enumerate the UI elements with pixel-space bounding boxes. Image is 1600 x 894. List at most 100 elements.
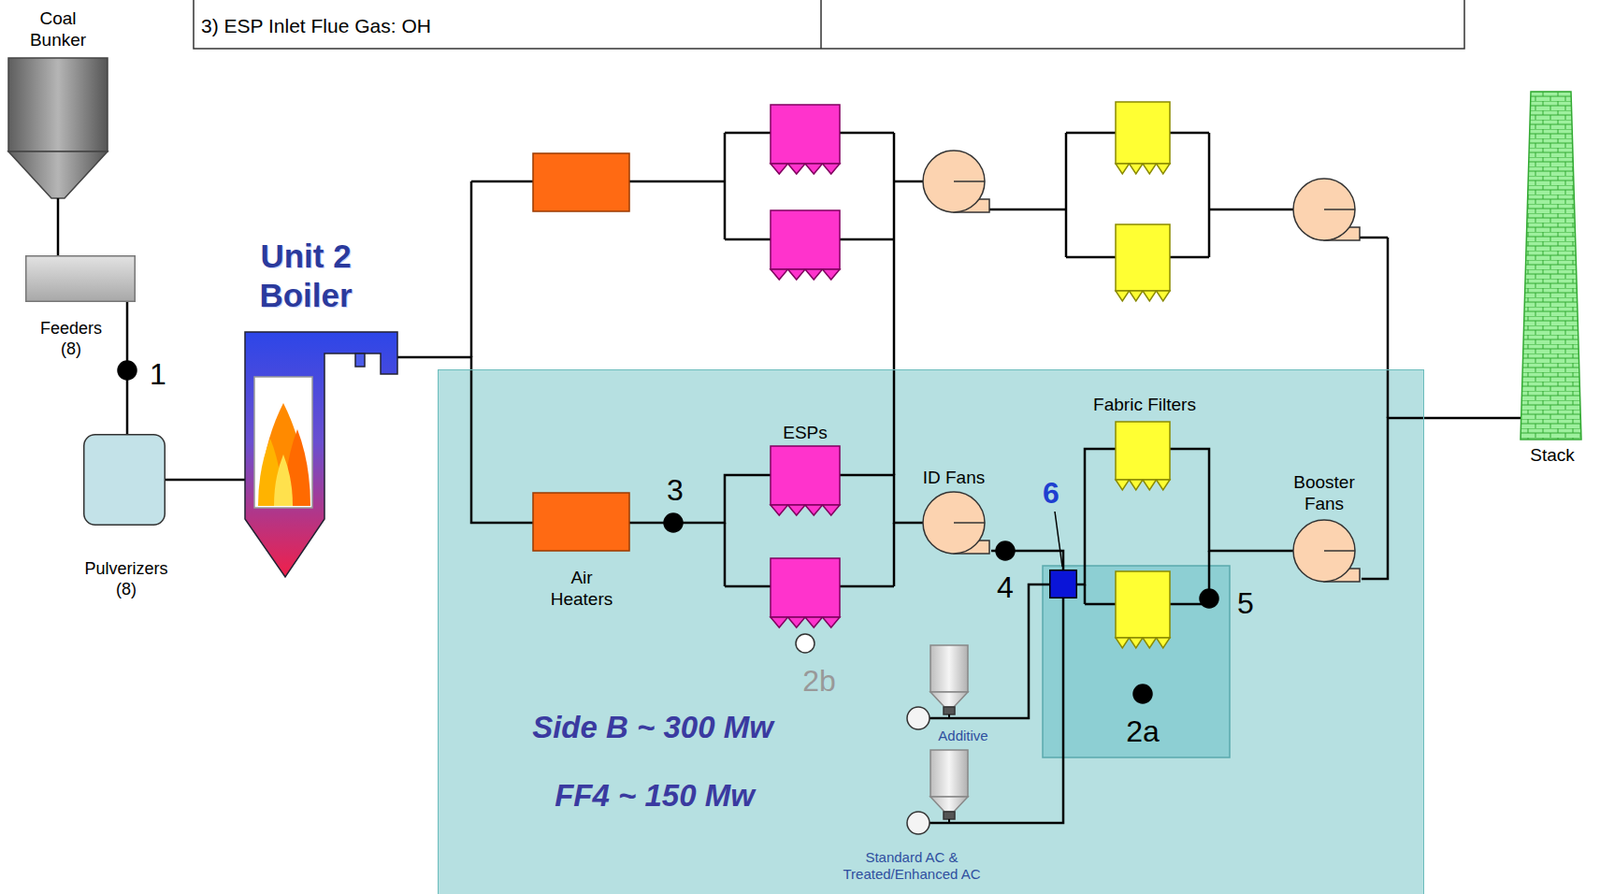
- carbon-hopper: Standard AC & Treated/Enhanced AC: [903, 749, 982, 839]
- table-frame: [193, 0, 1465, 49]
- fan-casing: [922, 150, 985, 213]
- duct: [989, 208, 1067, 212]
- boiler: Unit 2 Boiler: [245, 331, 398, 577]
- injection-box: [1050, 570, 1078, 599]
- stack-body: [1520, 91, 1582, 440]
- bunker-chute: [57, 198, 60, 217]
- feeder-body: [26, 256, 136, 303]
- air-heater-body: [533, 153, 630, 212]
- esp-hopper: [770, 617, 789, 628]
- id-fan-icon: [922, 491, 992, 562]
- esp-body: [770, 446, 840, 505]
- duct: [893, 522, 896, 587]
- fan-casing: [1293, 519, 1355, 582]
- coal-bunker-icon: [8, 57, 108, 217]
- esp-hopper: [770, 269, 789, 280]
- callout-number: 1: [149, 356, 167, 392]
- region-fill: [438, 370, 1424, 894]
- air-heater-icon: [533, 492, 630, 551]
- filter-hopper: [1115, 479, 1130, 491]
- filter-hopper: [1156, 637, 1171, 649]
- duct: [1169, 256, 1210, 260]
- equipment-label: Standard AC & Treated/Enhanced AC: [832, 849, 992, 883]
- carbon-hopper-icon: [903, 749, 982, 839]
- flame: [273, 454, 293, 506]
- duct: [471, 180, 534, 184]
- region-label: FF4 ~ 150 Mw: [554, 777, 755, 815]
- duct: [723, 522, 727, 587]
- equipment-label: Air Heaters: [544, 567, 620, 611]
- boiler-tab: [355, 353, 365, 367]
- injection-point: 6: [1049, 569, 1078, 599]
- ff4-region: [1042, 565, 1230, 758]
- sample-point: [1199, 589, 1219, 608]
- esp-hopper: [788, 504, 807, 516]
- bunker-cone: [8, 151, 108, 199]
- leader-line: [1054, 511, 1063, 567]
- feed-pipe: [929, 717, 982, 721]
- esp-hopper: [822, 163, 841, 174]
- filter-hopper: [1142, 637, 1157, 649]
- stack-icon: [1520, 91, 1582, 440]
- equipment-label: Unit 2 Boiler: [230, 236, 381, 316]
- filter-hopper: [1156, 479, 1171, 491]
- fan-casing: [922, 491, 985, 554]
- duct: [724, 131, 771, 135]
- esp-hopper: [788, 617, 807, 628]
- duct-connector: [126, 302, 130, 434]
- equipment-label: Booster Fans: [1286, 472, 1362, 516]
- id-fan: ID Fans: [922, 491, 992, 562]
- boiler-icon: [245, 331, 398, 577]
- duct-connector: [57, 216, 60, 256]
- fan-shaft: [953, 180, 985, 183]
- equipment-label: 6: [1042, 475, 1060, 511]
- esp-hopper: [805, 504, 823, 516]
- equipment-label: Additive: [937, 727, 988, 745]
- feed-pipe: [929, 821, 982, 825]
- fan-shaft: [1324, 208, 1355, 211]
- blower: [907, 706, 930, 730]
- sample-point-open: [795, 634, 815, 653]
- duct: [1065, 132, 1068, 258]
- region-label: Side B ~ 300 Mw: [532, 708, 774, 747]
- hopper-body: [930, 645, 968, 692]
- equipment-label: Pulverizers (8): [73, 559, 179, 600]
- duct: [1386, 237, 1390, 419]
- filter-hopper: [1115, 163, 1130, 174]
- side-b-region: Side B ~ 300 MwFF4 ~ 150 MwAir HeatersES…: [438, 370, 1424, 894]
- filter-body: [1115, 421, 1170, 480]
- callout-number: 4: [996, 569, 1014, 606]
- duct-connector: [839, 475, 923, 523]
- duct-connector: [991, 550, 1064, 570]
- esp-hopper: [822, 269, 841, 280]
- pulverizer-box-icon: [83, 433, 166, 526]
- boiler-body: [245, 331, 398, 577]
- table-cell: 3) ESP Inlet Flue Gas: OH: [201, 14, 432, 38]
- fabric-filter: Fabric Filters: [1115, 421, 1170, 491]
- duct: [1208, 132, 1211, 258]
- esp-hopper: [805, 163, 823, 174]
- equipment-label: Stack: [1529, 445, 1575, 467]
- filter-hopper: [1142, 290, 1157, 302]
- duct-connector: [165, 478, 246, 482]
- pulverizer-box: Pulverizers (8): [83, 433, 166, 526]
- filter-hopper: [1142, 479, 1157, 491]
- esp-hopper: [788, 269, 807, 280]
- fan-shaft: [953, 521, 985, 524]
- esp-hopper: [822, 617, 841, 628]
- duct: [724, 238, 771, 242]
- hopper-cone: [930, 796, 968, 812]
- duct: [893, 132, 896, 476]
- duct: [893, 180, 923, 184]
- filter-hopper: [1142, 163, 1157, 174]
- duct-connector: [1077, 448, 1116, 585]
- filter-hopper: [1129, 479, 1144, 491]
- esp-body: [770, 104, 840, 164]
- duct-connector: [397, 357, 534, 523]
- stack: Stack: [1520, 91, 1582, 440]
- bunker-body: [8, 57, 108, 152]
- esp-hopper: [770, 163, 789, 174]
- duct: [839, 131, 894, 135]
- additive-hopper: Additive: [903, 645, 982, 735]
- esp-body: [770, 210, 840, 270]
